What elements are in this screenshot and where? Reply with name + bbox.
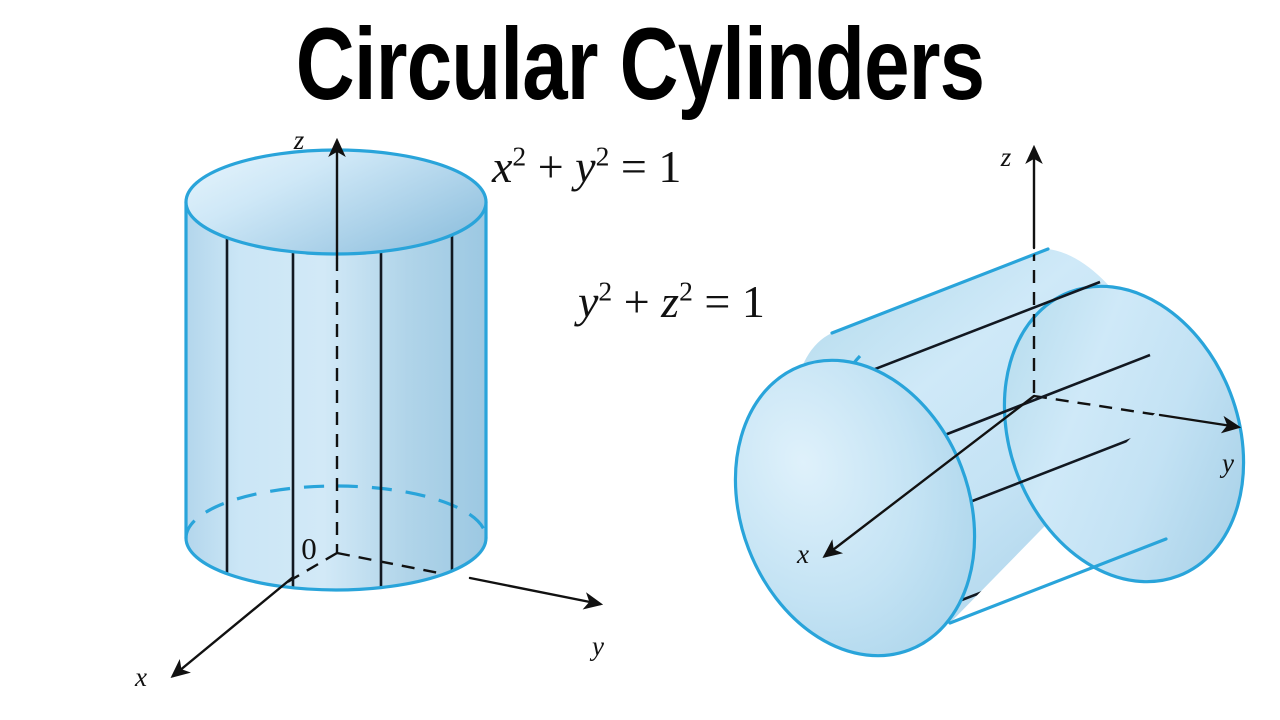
equation-1-right-hand-side: 1	[658, 141, 682, 192]
equation-2-equals-operator: =	[704, 276, 731, 327]
horizontal-x-axis	[822, 394, 1036, 558]
equation-2-base-2: z	[661, 276, 680, 327]
equation-2-exponent-1: 2	[598, 275, 613, 307]
horizontal-y-axis	[1158, 413, 1242, 434]
vertical-cylinder-rulings	[225, 231, 454, 590]
horizontal-z-axis-label: z	[1000, 142, 1012, 172]
equation-2-base-1: y	[578, 276, 599, 327]
equation-2-right-hand-side: 1	[741, 276, 765, 327]
equation-1-equals-operator: =	[620, 141, 647, 192]
equation-2-plus-operator: +	[623, 276, 650, 327]
vertical-cylinder-bottom-front-arc	[184, 536, 488, 592]
horizontal-cylinder-top-edge	[830, 247, 1050, 335]
vertical-y-axis-label: y	[589, 631, 604, 661]
horizontal-y-axis-label: y	[1219, 448, 1234, 478]
vertical-x-axis	[170, 576, 294, 679]
vertical-x-axis-label: x	[134, 662, 147, 692]
page-title: Circular Cylinders	[295, 7, 985, 121]
equation-1-exponent-1: 2	[512, 140, 527, 172]
horizontal-x-axis-label: x	[796, 539, 809, 569]
equation-1-base-2: y	[575, 141, 596, 192]
vertical-y-axis	[468, 576, 604, 610]
figure-vertical-cylinder: z y x 0	[134, 125, 604, 692]
vertical-origin-label: 0	[301, 531, 317, 566]
vertical-z-axis-label: z	[293, 125, 305, 155]
equation-1-plus-operator: +	[537, 141, 564, 192]
equation-2-exponent-2: 2	[679, 275, 693, 307]
figure-horizontal-cylinder: z y x	[733, 142, 1246, 658]
horizontal-cylinder-bottom-edge	[948, 537, 1168, 625]
equation-1-base-1: x	[492, 141, 513, 192]
equation-x2-plus-y2: x2 + y2 = 1	[492, 140, 681, 193]
equation-y2-plus-z2: y2 + z2 = 1	[578, 275, 765, 328]
horizontal-cylinder-front-disc	[733, 358, 977, 658]
horizontal-cylinder-far-cap	[1002, 284, 1246, 584]
equation-1-exponent-2: 2	[595, 140, 610, 172]
